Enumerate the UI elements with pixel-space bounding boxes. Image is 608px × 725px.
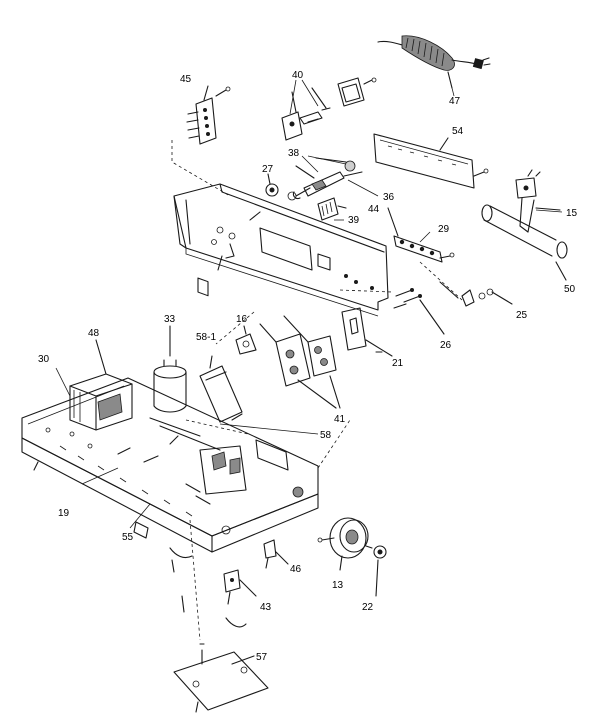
knob-nut-part: [265, 173, 279, 197]
callout-30: 30: [38, 354, 50, 365]
callout-50: 50: [564, 284, 576, 295]
callout-21: 21: [392, 358, 404, 369]
bracket-part: [235, 325, 257, 355]
callout-44: 44: [368, 204, 380, 215]
callout-25: 25: [516, 310, 528, 321]
callout-labels: 47 45 40 54 38 27 36 39 44 29 15 50 25 1…: [38, 70, 578, 663]
bracket-cover-part: [199, 355, 243, 423]
side-bracket-part: [341, 307, 393, 357]
callout-15-top: 15: [566, 208, 578, 219]
bottom-plate-part: [173, 643, 269, 713]
rear-chassis-panel: [173, 183, 389, 317]
callout-leaders: [55, 79, 563, 529]
power-cord-part: [377, 35, 491, 89]
rocker-switch-part: [317, 197, 347, 221]
callout-16: 16: [236, 314, 248, 325]
callout-19: 19: [58, 508, 70, 519]
callout-54: 54: [452, 126, 464, 137]
clips-part: [171, 539, 289, 628]
callout-55: 55: [122, 532, 134, 543]
callout-45: 45: [180, 74, 192, 85]
control-shaft-part: [287, 157, 363, 201]
assembly-guide-lines: [171, 140, 463, 641]
callout-38: 38: [288, 148, 300, 159]
callout-58-1: 58-1: [196, 332, 216, 343]
callout-29: 29: [438, 224, 450, 235]
capacitor-part: [153, 325, 187, 413]
socket-strip-part: [387, 207, 455, 263]
callout-36: 36: [383, 192, 395, 203]
switch-cover-part: [281, 77, 377, 141]
transformer-part: [69, 339, 133, 431]
callout-57: 57: [256, 652, 268, 663]
callout-48: 48: [88, 328, 100, 339]
callout-39: 39: [348, 215, 360, 226]
callout-22: 22: [362, 602, 374, 613]
connector-part: [439, 281, 513, 307]
callout-13: 13: [332, 580, 344, 591]
callout-41: 41: [334, 414, 346, 425]
callout-47: 47: [449, 96, 461, 107]
pipe-clamp-part: [481, 169, 568, 281]
pulley-part: [317, 517, 387, 597]
callout-40: 40: [292, 70, 304, 81]
callout-33: 33: [164, 314, 176, 325]
screws-part: [393, 288, 445, 335]
callout-46: 46: [290, 564, 302, 575]
circuit-board-part: [373, 133, 489, 189]
callout-26: 26: [440, 340, 452, 351]
callout-58: 58: [320, 430, 332, 441]
terminal-block-part: [186, 85, 231, 145]
callout-43: 43: [260, 602, 272, 613]
control-plates-part: [259, 315, 341, 409]
base-chassis: [21, 377, 319, 559]
callout-27: 27: [262, 164, 274, 175]
